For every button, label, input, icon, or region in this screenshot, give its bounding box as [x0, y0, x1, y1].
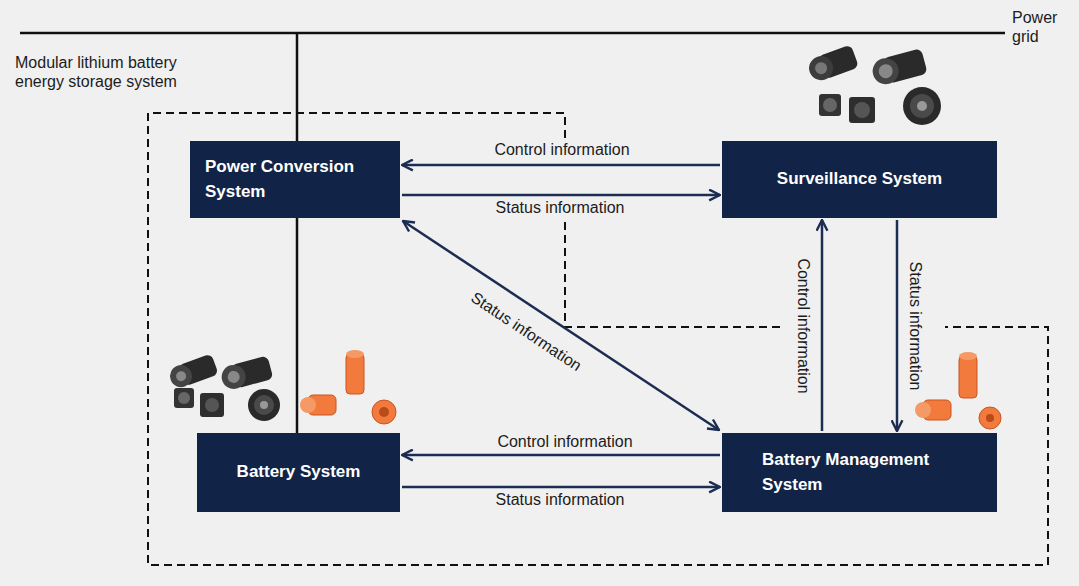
flow-arrow [403, 221, 719, 430]
box-title: Battery Management System [762, 448, 957, 497]
grid-feeder [296, 33, 299, 141]
flow-arrow [402, 164, 720, 167]
arrow-label: Control information [494, 433, 635, 451]
flow-arrow [402, 486, 720, 489]
arrow-label: Status information [493, 199, 628, 217]
grid-line [20, 32, 1005, 35]
caption-label: Modular lithium battery energy storage s… [15, 53, 227, 91]
flow-arrow [296, 218, 299, 433]
arrow-label: Control information [491, 141, 632, 159]
flow-arrow [896, 220, 899, 431]
system-box: Power Conversion System [190, 141, 400, 218]
arrow-label: Control information [794, 255, 812, 396]
box-title: Power Conversion System [205, 155, 388, 204]
arrow-label: Status information [906, 259, 924, 394]
system-boundary [148, 113, 1048, 565]
system-box: Surveillance System [722, 141, 997, 218]
box-title: Battery System [209, 460, 388, 485]
flow-arrow [402, 454, 720, 457]
connector-icons [806, 45, 941, 125]
caption-label: Power grid [1012, 8, 1072, 46]
flow-arrow [821, 220, 824, 431]
system-box: Battery Management System [722, 433, 997, 512]
arrow-label: Status information [493, 491, 628, 509]
connector-icons [167, 354, 280, 421]
flow-arrow [402, 194, 720, 197]
box-title: Surveillance System [734, 167, 985, 192]
system-box: Battery System [197, 433, 400, 512]
